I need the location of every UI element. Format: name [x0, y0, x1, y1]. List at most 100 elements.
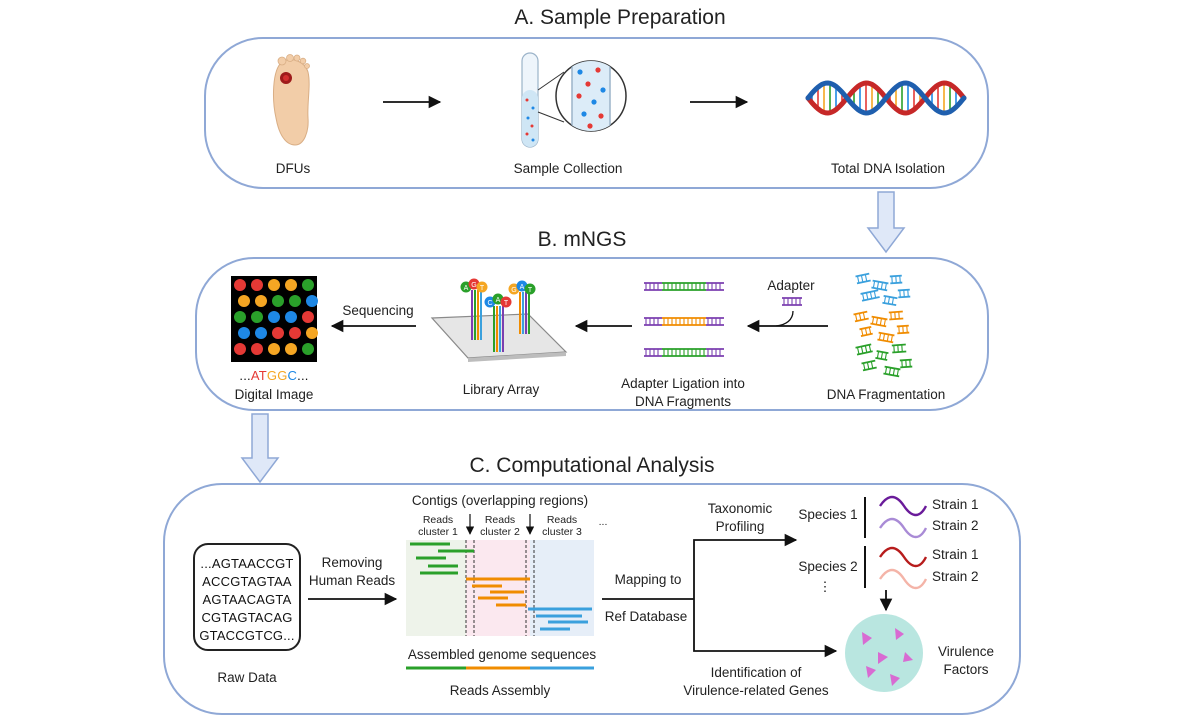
section-c-panel	[163, 483, 1021, 715]
nucleotide-bead	[524, 283, 536, 295]
magnified-sample-icon	[555, 60, 627, 132]
label-mapping-2: Ref Database	[605, 609, 688, 624]
adapter-join-line	[775, 310, 794, 327]
dna-fragment-piece	[855, 343, 873, 356]
signal-dot	[306, 327, 318, 339]
dna-fragment-piece	[662, 282, 706, 291]
strain-1-icon	[879, 546, 928, 568]
nucleotide-bead	[500, 296, 512, 308]
virulence-factors-icon	[845, 614, 923, 692]
dna-fragment-piece	[855, 272, 871, 285]
signal-dot	[234, 311, 246, 323]
section-a-title: A. Sample Preparation	[514, 6, 725, 29]
raw-data-line: ACCGTAGTAA	[202, 574, 292, 589]
arrow-to-taxonomic	[693, 533, 798, 599]
signal-dot	[255, 327, 267, 339]
section-a-panel	[204, 37, 989, 189]
label-removing-1: Removing	[322, 555, 383, 570]
label-removing-2: Human Reads	[309, 573, 396, 588]
label-species-2: Species 2	[798, 559, 857, 574]
label-dna-fragmentation: DNA Fragmentation	[827, 387, 946, 402]
label-adapter: Adapter	[767, 278, 815, 293]
foot-icon	[273, 54, 310, 146]
adapter-piece	[706, 348, 724, 357]
dna-fragment-piece	[888, 310, 904, 321]
label-species-1-strain-1: Strain 1	[932, 497, 979, 512]
label-adapter-ligation-1: Adapter Ligation into	[621, 376, 745, 391]
label-species-1-strain-2: Strain 2	[932, 518, 979, 533]
dna-fragment-piece	[871, 279, 889, 292]
signal-dot	[272, 295, 284, 307]
dna-fragment-piece	[897, 288, 911, 299]
signal-dot	[285, 343, 297, 355]
ligated-fragments-icon	[644, 282, 724, 357]
sequence-suffix: ...	[297, 368, 308, 383]
adapter-piece	[644, 282, 662, 291]
signal-dot	[285, 311, 297, 323]
digital-image-icon	[231, 276, 318, 362]
signal-dot	[306, 295, 318, 307]
nucleotide-letter: T	[480, 285, 485, 292]
label-virulence-2: Factors	[943, 662, 988, 677]
signal-dot	[238, 295, 250, 307]
signal-dot	[289, 327, 301, 339]
cluster-2-region	[466, 540, 530, 636]
dna-fragment-piece	[870, 315, 888, 328]
nucleotide-letter: T	[528, 287, 533, 294]
strain-1-icon	[879, 495, 928, 517]
signal-dot	[251, 311, 263, 323]
signal-dot	[285, 279, 297, 291]
section-c-title: C. Computational Analysis	[469, 454, 714, 477]
label-dfus: DFUs	[276, 161, 311, 176]
adapter-icon	[782, 297, 802, 306]
signal-dot	[251, 279, 263, 291]
raw-data-line: AGTAACAGTA	[203, 592, 292, 607]
test-tube-icon	[521, 52, 565, 148]
label-cluster-1: cluster 1	[418, 526, 458, 538]
label-taxonomic-1: Taxonomic	[708, 501, 773, 516]
dna-fragment-piece	[896, 324, 910, 335]
adapter-piece	[706, 282, 724, 291]
block-arrow-b-to-c	[240, 413, 280, 484]
signal-dot	[268, 311, 280, 323]
nucleotide-letter: A	[464, 285, 469, 292]
label-adapter-ligation-2: DNA Fragments	[635, 394, 731, 409]
label-raw-data: Raw Data	[217, 670, 277, 685]
arrow-to-virulence	[693, 599, 838, 658]
label-reads: Reads	[423, 514, 453, 526]
label-reads: Reads	[547, 514, 577, 526]
label-species-more: ⋮	[818, 579, 832, 594]
sequence-read: ...ATGGC...	[239, 368, 308, 383]
label-mapping-1: Mapping to	[615, 572, 682, 587]
label-library-array: Library Array	[463, 382, 540, 397]
label-sample-collection: Sample Collection	[514, 161, 623, 176]
nucleotide-letter: T	[504, 300, 509, 307]
dna-fragment-piece	[861, 359, 877, 372]
signal-dot	[302, 343, 314, 355]
raw-data-line: CGTAGTACAG	[201, 610, 292, 625]
dna-fragment-piece	[877, 331, 895, 344]
adapter-piece	[644, 317, 662, 326]
dna-fragment-piece	[875, 350, 889, 361]
label-cluster-3: cluster 3	[542, 526, 582, 538]
label-virulence-1: Virulence	[938, 644, 994, 659]
dna-fragment-piece	[662, 348, 706, 357]
signal-dot	[302, 311, 314, 323]
nucleotide-bead	[476, 281, 488, 293]
sequence-letter: G	[267, 368, 277, 383]
dna-fragment-piece	[891, 343, 907, 354]
signal-dot	[234, 343, 246, 355]
sequence-letter: A	[251, 368, 260, 383]
section-b-title: B. mNGS	[538, 228, 627, 251]
label-identification-1: Identification of	[711, 665, 802, 680]
dna-fragment-piece	[883, 365, 901, 378]
nucleotide-letter: A	[496, 297, 501, 304]
signal-dot	[234, 279, 246, 291]
raw-data-line: GTACCGTCG...	[199, 628, 294, 643]
dna-fragment-piece	[853, 310, 869, 323]
signal-dot	[272, 327, 284, 339]
dna-fragment-piece	[859, 325, 873, 338]
dna-fragment-piece	[662, 317, 706, 326]
